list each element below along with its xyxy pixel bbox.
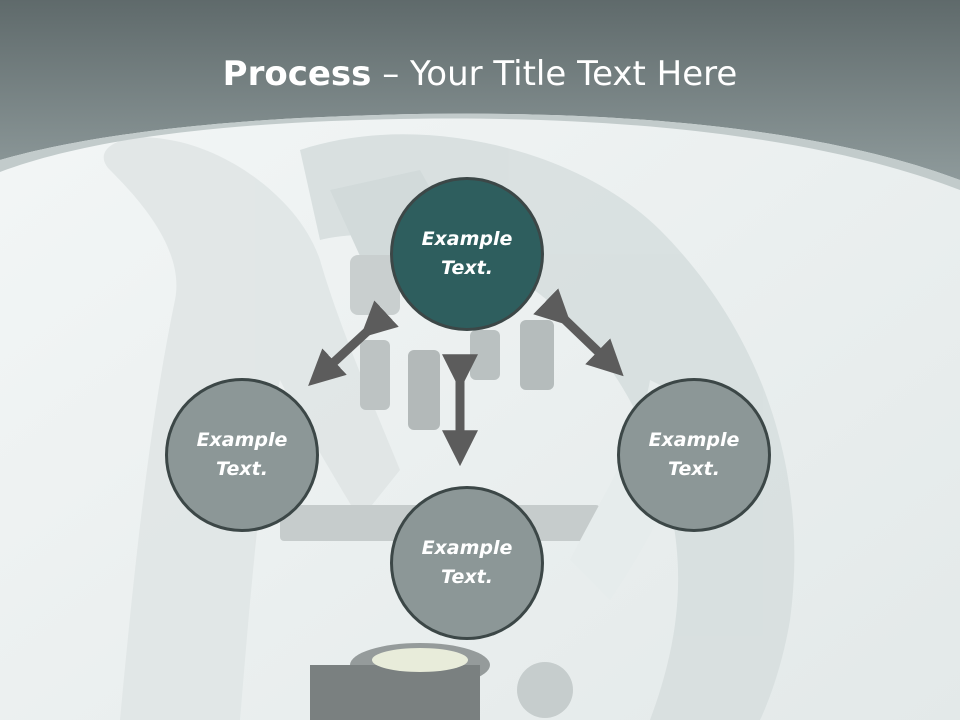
process-node-left-label: Example Text.	[196, 429, 288, 480]
process-node-top-label: Example Text.	[421, 228, 513, 279]
arrow-top-left	[308, 300, 399, 386]
process-node-right[interactable]: Example Text.	[617, 378, 771, 532]
header-edge	[0, 113, 960, 190]
page-title: Process – Your Title Text Here	[0, 52, 960, 96]
header-band	[0, 0, 960, 180]
arrow-top-right	[533, 288, 624, 377]
process-node-right-label: Example Text.	[648, 429, 740, 480]
process-node-bottom[interactable]: Example Text.	[390, 486, 544, 640]
title-rest: Your Title Text Here	[410, 54, 738, 94]
process-node-bottom-label: Example Text.	[421, 537, 513, 588]
title-bold: Process	[222, 54, 372, 94]
process-node-top[interactable]: Example Text.	[390, 177, 544, 331]
process-node-left[interactable]: Example Text.	[165, 378, 319, 532]
title-separator: –	[371, 54, 411, 94]
